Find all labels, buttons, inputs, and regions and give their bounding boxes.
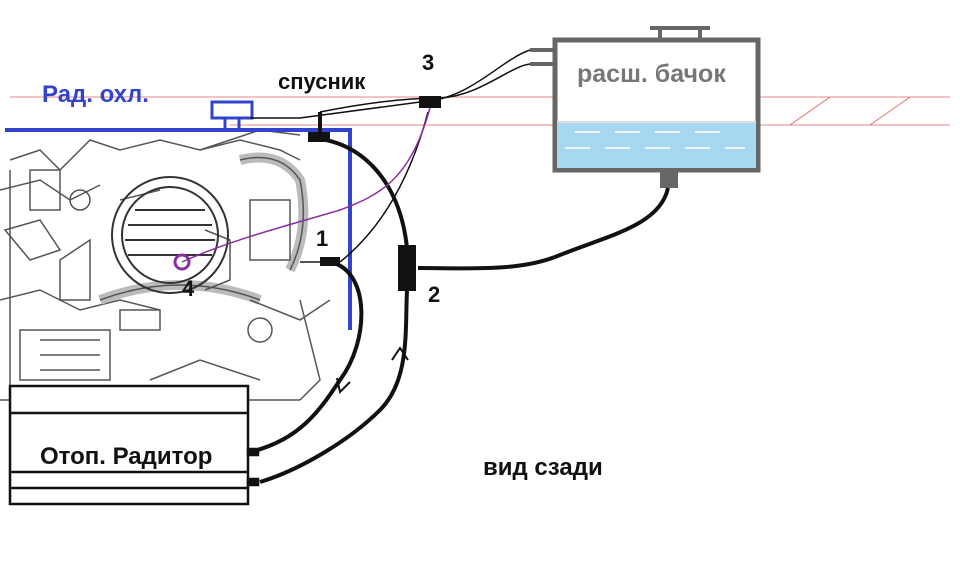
reference-plane [10,96,950,126]
fitting-1 [300,257,340,266]
marker-4: 4 [182,276,195,301]
marker-2: 2 [428,282,441,307]
connector-3 [419,96,441,108]
heater-core-label: Отоп. Радитор [40,443,213,470]
marker-1: 1 [316,226,329,251]
tee-2 [398,245,416,291]
hoses [249,136,670,484]
heater-core [8,384,260,506]
view-label: вид сзади [483,454,603,481]
throttle-body [111,176,229,294]
engine-drawing [0,129,331,401]
purple-tube [173,107,431,271]
radiator-label: Рад. охл. [42,81,149,108]
drain-valve [308,112,330,142]
radiator-outline [5,100,352,330]
marker-3: 3 [422,50,435,75]
flow-arrows [336,346,409,395]
drain-valve-label: спусник [278,69,366,94]
engine-parts [29,169,291,343]
expansion-tank [530,26,761,188]
expansion-tank-label: расш. бачок [577,60,726,88]
